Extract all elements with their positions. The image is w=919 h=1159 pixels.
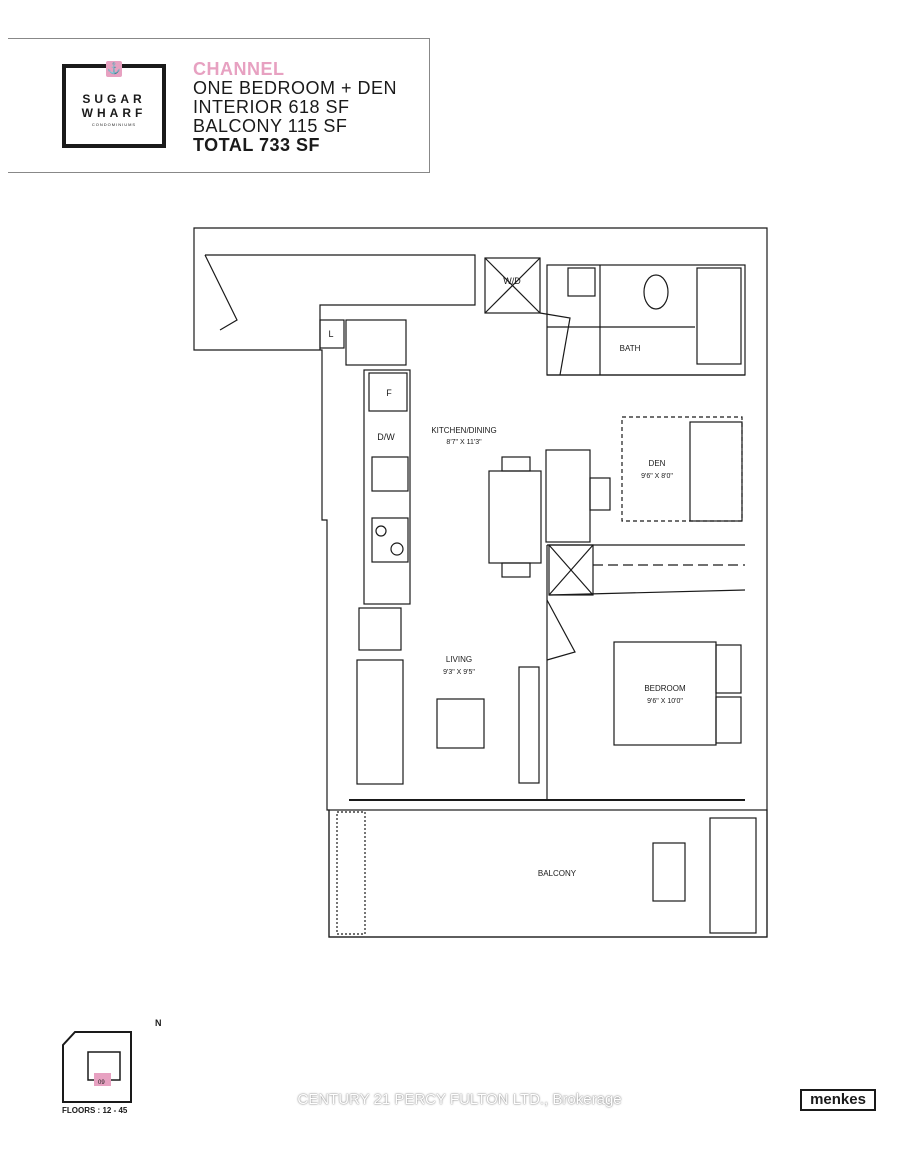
burner-2 [390,542,404,556]
dining-chair-1 [501,456,531,472]
kitchen-sink [371,456,409,492]
pillow-2 [715,696,742,744]
logo-line-1: SUGAR [82,92,146,106]
dining-chair-2 [501,562,531,578]
living-label: LIVING [446,655,472,664]
bath-tub [696,267,742,365]
den-desk [545,449,591,543]
walls [193,227,768,938]
bedroom-wall [548,589,746,596]
bed [613,641,717,746]
den-dims: 9'6" X 8'0" [641,473,673,480]
brokerage-watermark: CENTURY 21 PERCY FULTON LTD., Brokerage [297,1091,622,1108]
header-box [8,38,430,173]
living-sofa [356,659,404,785]
unit-type: ONE BEDROOM + DEN [193,78,398,98]
linen-closet [319,319,345,349]
burner-1 [375,525,387,537]
balcony-table [652,842,686,902]
key-plan-unit-highlight [94,1073,111,1086]
dining-table [488,470,542,564]
balcony-lounger [709,817,757,934]
living-side-table [358,607,402,651]
north-arrow: N [155,1018,162,1028]
unit-info: CHANNEL ONE BEDROOM + DEN INTERIOR 618 S… [193,60,397,155]
menkes-logo: menkes [800,1089,876,1111]
fridge [368,372,408,412]
bedroom-dims: 9'6" X 10'0" [647,698,683,705]
kitchen-dining-label: KITCHEN/DINING [431,426,496,435]
dishwasher-label: D/W [377,432,395,442]
wd-label: W/D [503,276,521,286]
bath-toilet [643,274,669,310]
balcony-label: BALCONY [538,869,577,878]
logo-line-2: WHARF [81,106,147,120]
bedroom-door-swing [546,599,576,661]
outer-wall [193,227,768,938]
cooktop [371,517,409,563]
floors-label: FLOORS : 12 - 45 [62,1106,128,1115]
den-label: DEN [649,459,666,468]
linen-label: L [328,329,333,339]
coffee-table [436,698,485,749]
unit-total: TOTAL 733 SF [193,135,321,155]
unit-interior: INTERIOR 618 SF [193,97,350,117]
bath-label: BATH [620,344,641,353]
tv-unit [518,666,540,784]
closet-diag-2 [548,544,594,596]
key-plan [62,1031,132,1103]
kitchen-counter [363,369,411,605]
den-sofa [689,421,743,522]
logo-line-3: CONDOMINIUMS [91,122,137,127]
den-chair [589,477,611,511]
den-bed-dashed [621,416,743,522]
keyplan-unit-number: 09 [98,1080,105,1086]
bedroom-label: BEDROOM [644,684,686,693]
entry-door-swing [204,254,238,331]
kitchen-dining-dims: 8'7" X 11'3" [446,439,482,446]
bath-sink [567,267,596,297]
bath-door-swing [539,312,571,376]
unit-name: CHANNEL [193,59,285,79]
key-plan-outline [62,1031,132,1103]
wd-closet [484,257,541,314]
living-dims: 9'3" X 9'5" [443,669,475,676]
fridge-label: F [386,388,392,398]
planter [336,811,366,935]
pillow-1 [715,644,742,694]
wd-diag-2 [484,257,541,314]
entry-closet [345,319,407,366]
entry-wall [205,254,476,350]
unit-balcony: BALCONY 115 SF [193,116,348,136]
sugar-wharf-logo: ⚓ SUGAR WHARF CONDOMINIUMS [62,61,166,148]
balcony-area [328,809,768,938]
anchor-icon: ⚓ [106,61,122,77]
